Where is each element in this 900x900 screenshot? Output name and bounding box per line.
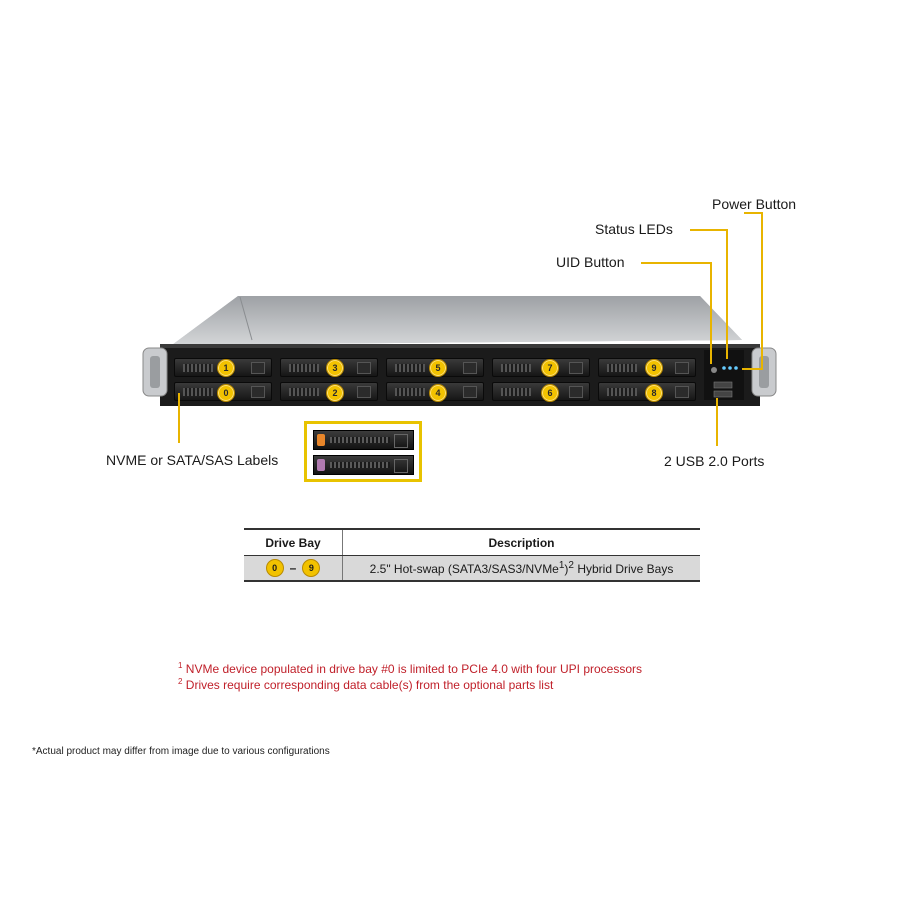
drive-bay-range: 0–9 [244,555,343,582]
sata-sas-drive-label-example [313,455,414,475]
nvme-drive-label-example [313,430,414,450]
callout-line-uid [641,262,712,264]
bay-badge-0: 0 [217,384,235,402]
bay-badge-4: 4 [429,384,447,402]
footnote-2: 2 Drives require corresponding data cabl… [178,677,554,692]
callout-line-status [726,229,728,359]
nvme-labels-label: NVME or SATA/SAS Labels [106,452,279,468]
callout-line-power [744,212,762,214]
table-row: 0–9 2.5" Hot-swap (SATA3/SAS3/NVMe1)2 Hy… [244,555,700,582]
callout-line-usb [716,398,718,446]
status-leds-label: Status LEDs [595,221,673,237]
range-dash: – [289,561,297,575]
bay-badge-2: 2 [326,384,344,402]
table-header-description: Description [342,528,700,556]
bay-badge-1: 1 [217,359,235,377]
drive-bay-table: Drive Bay Description 0–9 2.5" Hot-swap … [244,528,700,582]
bay-badge-7: 7 [541,359,559,377]
bay-badge-6: 6 [541,384,559,402]
range-start-badge: 0 [265,559,284,577]
callout-line-uid [710,262,712,364]
bay-badge-8: 8 [645,384,663,402]
callout-line-power [761,212,763,370]
bay-badge-3: 3 [326,359,344,377]
power-button-label: Power Button [712,196,797,212]
callout-line-status [690,229,728,231]
bay-badge-5: 5 [429,359,447,377]
disclaimer-text: *Actual product may differ from image du… [32,746,330,757]
uid-button-label: UID Button [556,254,625,270]
callout-line-nvme [178,393,180,443]
drive-label-inset [304,421,422,482]
usb-ports-label: 2 USB 2.0 Ports [664,453,765,469]
drive-bay-description: 2.5" Hot-swap (SATA3/SAS3/NVMe1)2 Hybrid… [342,555,700,582]
bay-badge-9: 9 [645,359,663,377]
table-header-drive-bay: Drive Bay [244,528,343,556]
range-end-badge: 9 [302,559,321,577]
footnote-1: 1 NVMe device populated in drive bay #0 … [178,661,643,676]
callout-line-power [742,368,763,370]
